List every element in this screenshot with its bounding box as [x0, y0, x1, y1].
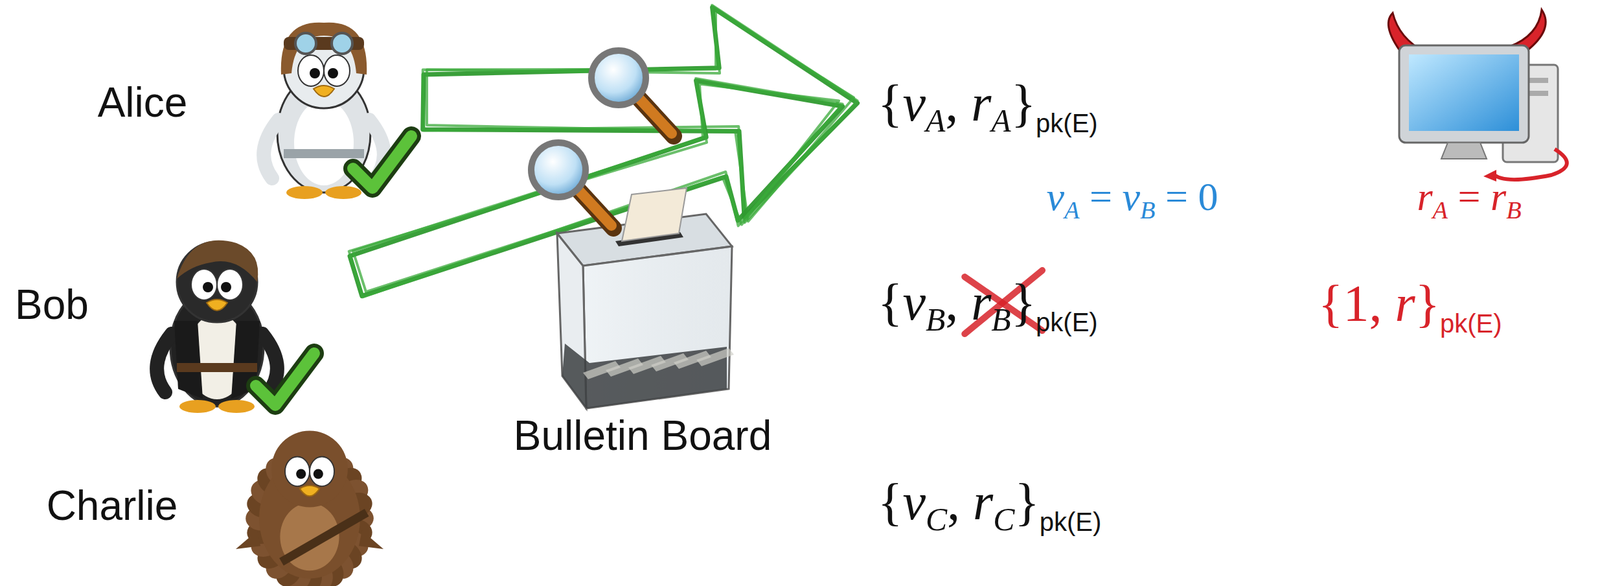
malicious-computer — [1388, 9, 1567, 182]
arrow-stroke — [426, 11, 854, 222]
arrow-stroke — [353, 84, 839, 293]
magnifier — [591, 50, 674, 137]
equality-note: vA = vB = 0 — [1046, 174, 1219, 225]
forged-ballot: {1, r}pk(E) — [1318, 274, 1503, 338]
ballot-formula: {vC, rC}pk(E) — [877, 472, 1102, 538]
arrow-stroke — [422, 5, 858, 223]
check-mark — [353, 136, 412, 188]
board-caption: Bulletin Board — [513, 412, 772, 458]
voter-name: Charlie — [46, 482, 179, 528]
voter-name: Alice — [97, 79, 188, 126]
attack-note: rA = rB — [1416, 174, 1521, 225]
ballot-formula: {vA, rA}pk(E) — [877, 74, 1098, 140]
vote-arrows — [349, 5, 858, 297]
voter-name: Bob — [14, 281, 89, 328]
ballot-formula: {vB, rB}pk(E) — [877, 273, 1098, 339]
charlie-penguin — [235, 430, 384, 586]
ballot-box — [557, 187, 734, 409]
arrow-stroke — [422, 7, 858, 218]
magnifier — [531, 142, 614, 229]
check-mark — [255, 353, 315, 405]
figures — [156, 9, 1567, 586]
